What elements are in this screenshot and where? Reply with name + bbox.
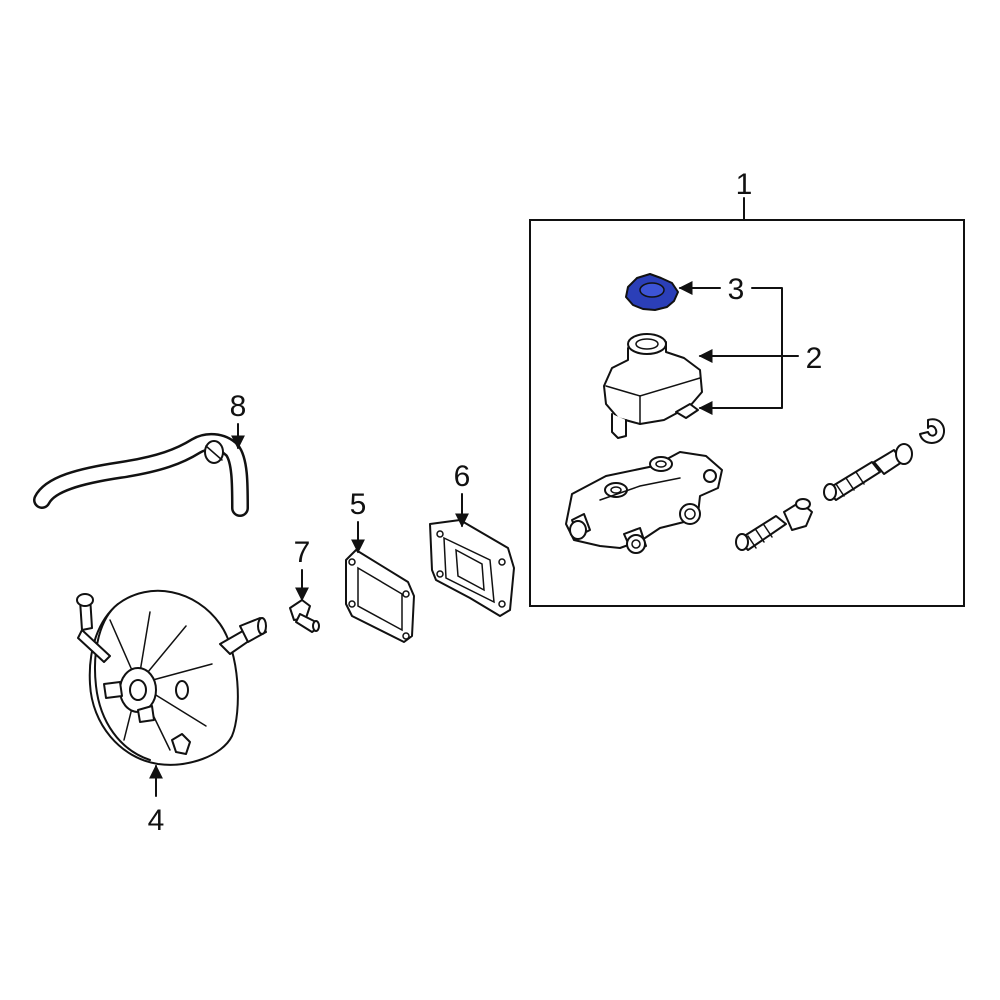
assembly-box xyxy=(529,197,965,607)
callout-7: 7 xyxy=(294,536,311,569)
gasket[interactable] xyxy=(345,549,415,643)
secondary-piston[interactable] xyxy=(735,498,813,551)
callout-8: 8 xyxy=(230,390,247,423)
brake-booster[interactable] xyxy=(76,589,267,766)
fluid-reservoir[interactable] xyxy=(603,333,703,439)
vacuum-hose[interactable] xyxy=(33,432,249,517)
primary-piston[interactable] xyxy=(823,443,913,501)
reservoir-cap[interactable] xyxy=(625,273,679,311)
callout-5: 5 xyxy=(350,488,367,521)
callout-1: 1 xyxy=(736,168,753,201)
callout-3: 3 xyxy=(728,273,745,306)
snap-ring[interactable] xyxy=(919,418,946,444)
booster-seal[interactable] xyxy=(429,519,515,617)
master-cylinder[interactable] xyxy=(565,451,723,554)
callout-6: 6 xyxy=(454,460,471,493)
callout-4: 4 xyxy=(148,804,165,837)
callout-2: 2 xyxy=(806,342,823,375)
stud-bolt[interactable] xyxy=(289,599,320,633)
callout-bracket xyxy=(698,287,783,415)
